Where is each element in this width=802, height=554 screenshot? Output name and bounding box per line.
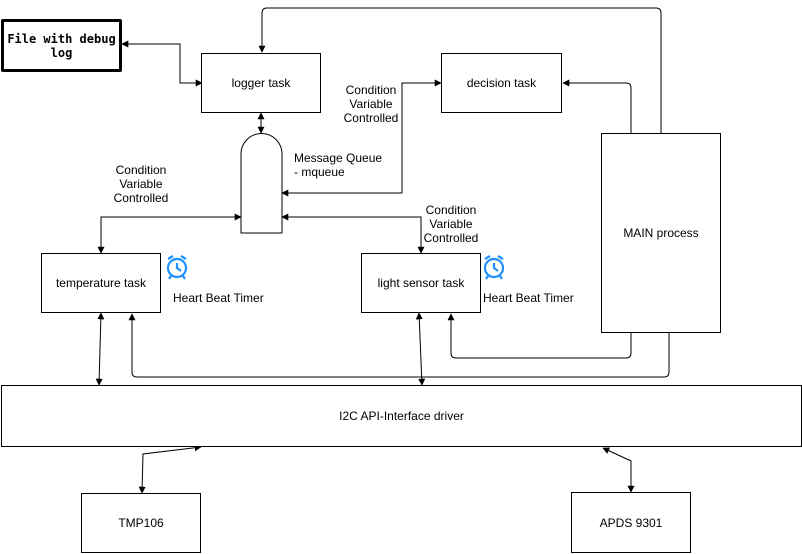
heartbeat-timer-label-light: Heart Beat Timer [483, 291, 574, 305]
alarm-clock-icon [483, 255, 505, 280]
i2c-driver-node: I2C API-Interface driver [1, 385, 802, 447]
debug-log-file-label: File with debug log [7, 31, 116, 60]
temperature-task-node: temperature task [41, 253, 161, 313]
connector-i2c-tmp106 [138, 444, 202, 494]
connector-main-to-light [447, 313, 632, 359]
i2c-driver-label: I2C API-Interface driver [339, 409, 464, 423]
connector-queue-temperature [97, 213, 242, 254]
decision-task-label: decision task [466, 76, 537, 90]
main-process-label: MAIN process [623, 226, 699, 240]
connector-light-i2c [415, 312, 426, 386]
tmp106-label: TMP106 [118, 516, 164, 530]
decision-task-node: decision task [441, 53, 562, 113]
logger-task-label: logger task [231, 76, 291, 90]
connector-main-to-temperature [128, 313, 670, 378]
connector-i2c-apds [602, 447, 635, 493]
apds9301-node: APDS 9301 [571, 492, 691, 553]
logger-task-node: logger task [201, 53, 321, 113]
debug-log-file-node: File with debug log [1, 19, 122, 72]
connector-file-logger [121, 40, 203, 87]
heartbeat-timer-label-temperature: Heart Beat Timer [173, 291, 264, 305]
temperature-task-label: temperature task [55, 276, 147, 290]
connector-main-to-logger [258, 7, 662, 133]
tmp106-node: TMP106 [81, 493, 201, 553]
connector-queue-decision [281, 79, 442, 197]
connector-queue-light [281, 213, 425, 254]
light-sensor-task-label: light sensor task [377, 276, 465, 290]
message-queue-label: Message Queue- mqueue [294, 151, 383, 179]
connector-main-to-decision [562, 79, 632, 133]
main-process-node: MAIN process [601, 133, 721, 333]
light-sensor-task-node: light sensor task [361, 253, 481, 313]
alarm-clock-icon [166, 255, 188, 280]
apds9301-label: APDS 9301 [599, 515, 663, 530]
message-queue-shape [240, 133, 283, 234]
connector-temperature-i2c [95, 312, 105, 386]
